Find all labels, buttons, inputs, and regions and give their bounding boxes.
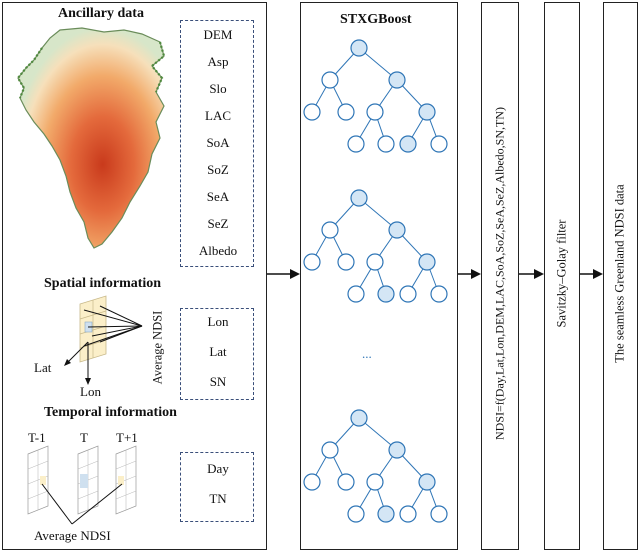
formula-text: NDSI=f(Day,Lat,Lon,DEM,LAC,SoA,SoZ,SeA,S… — [492, 107, 507, 440]
output-panel — [603, 2, 638, 550]
tree-3 — [303, 409, 448, 523]
tree-1 — [303, 39, 448, 153]
model-ellipsis: ... — [362, 346, 372, 361]
model-title: STXGBoost — [340, 12, 412, 27]
temporal-item: Day — [207, 461, 229, 476]
spatial-box: Lon Lat SN — [180, 308, 254, 400]
ancillary-title: Ancillary data — [58, 6, 144, 21]
ancillary-item: DEM — [203, 27, 233, 42]
temporal-title: Temporal information — [44, 405, 177, 420]
spatial-item: Lon — [207, 314, 229, 329]
arrow-input-to-model — [267, 269, 300, 279]
temporal-t-plus: T+1 — [116, 430, 138, 445]
filter-panel — [544, 2, 580, 550]
ancillary-item: SoA — [206, 135, 230, 150]
ancillary-box: DEM Asp Slo LAC SoA SoZ SeA SeZ Albedo — [180, 20, 254, 267]
temporal-t: T — [80, 430, 88, 445]
spatial-axis-lon: Lon — [80, 384, 101, 399]
formula-panel — [481, 2, 519, 550]
temporal-grid-diagram — [27, 445, 137, 525]
greenland-map — [16, 27, 166, 249]
ancillary-item: SeA — [206, 189, 230, 204]
tree-2 — [303, 189, 448, 303]
ancillary-item: SeZ — [207, 216, 229, 231]
ancillary-item: Asp — [207, 54, 229, 69]
spatial-item: SN — [209, 374, 227, 389]
ancillary-item: SoZ — [207, 162, 229, 177]
arrow-model-to-formula — [458, 269, 481, 279]
arrow-filter-to-output — [580, 269, 603, 279]
ancillary-item: LAC — [205, 108, 231, 123]
ancillary-item: Slo — [209, 81, 227, 96]
spatial-item: Lat — [209, 344, 227, 359]
filter-text: Savitzky–Golay filter — [554, 219, 569, 328]
temporal-item: TN — [209, 491, 227, 506]
output-text: The seamless Greenland NDSI data — [612, 184, 627, 363]
temporal-t-minus: T-1 — [28, 430, 46, 445]
temporal-box: Day TN — [180, 452, 254, 522]
ancillary-item: Albedo — [198, 243, 238, 258]
temporal-average-label: Average NDSI — [34, 528, 111, 543]
arrow-formula-to-filter — [519, 269, 544, 279]
spatial-average-label: Average NDSI — [150, 310, 165, 385]
spatial-title: Spatial information — [44, 276, 162, 291]
model-panel — [300, 2, 458, 550]
spatial-grid-diagram — [64, 295, 143, 385]
spatial-axis-lat: Lat — [34, 360, 52, 375]
